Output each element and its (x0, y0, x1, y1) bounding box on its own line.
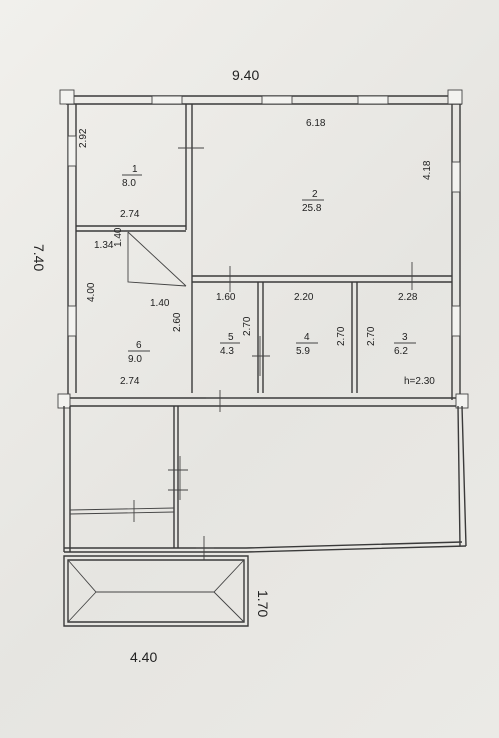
dim-overall-height: 7.40 (31, 244, 47, 271)
dim-room5-width: 1.60 (216, 292, 236, 303)
dim-room6-height: 4.00 (86, 282, 97, 302)
dim-room1-height: 2.92 (78, 128, 89, 148)
dim-porch-width: 4.40 (130, 649, 157, 665)
outer-walls (59, 89, 463, 400)
room-6-number: 6 (136, 340, 142, 351)
room-2-label: 2 25.8 (302, 189, 324, 214)
room-1-label: 1 8.0 (122, 164, 142, 189)
dim-room3-width: 2.28 (398, 292, 418, 303)
interior-walls (76, 104, 452, 393)
room-6-label: 6 9.0 (128, 340, 150, 365)
room-1-number: 1 (132, 164, 138, 175)
corner-post-ml (57, 393, 71, 409)
window-top-2 (261, 95, 293, 105)
window-top-1 (151, 95, 183, 105)
corner-post-tl (59, 89, 75, 105)
dim-room4-width: 2.20 (294, 292, 314, 303)
room-4-area: 5.9 (296, 346, 310, 357)
window-left-1 (67, 135, 77, 167)
room-1-area: 8.0 (122, 178, 136, 189)
dim-room3-height: 2.70 (366, 326, 377, 346)
dim-overall-width: 9.40 (232, 67, 259, 83)
corner-post-tr (447, 89, 463, 105)
dim-room5-height-right: 2.70 (242, 316, 253, 336)
porch-roof (63, 555, 249, 627)
dim-room2-height: 4.18 (422, 160, 433, 180)
room-3-number: 3 (402, 332, 408, 343)
dim-stair-width: 1.34 (94, 240, 114, 251)
window-right-1 (451, 161, 461, 193)
window-top-3 (357, 95, 389, 105)
room-2-area: 25.8 (302, 203, 322, 214)
dim-porch-depth: 1.70 (255, 590, 271, 617)
dim-room4-height: 2.70 (336, 326, 347, 346)
room-2-number: 2 (312, 189, 318, 200)
corner-post-mr (455, 393, 469, 409)
ceiling-height: h=2.30 (404, 376, 435, 387)
dim-room2-width: 6.18 (306, 118, 326, 129)
dim-stair-height: 1.40 (113, 227, 124, 247)
room-6-area: 9.0 (128, 354, 142, 365)
room-5-area: 4.3 (220, 346, 234, 357)
room-5-label: 5 4.3 (220, 332, 240, 357)
room-4-label: 4 5.9 (296, 332, 318, 357)
stair-symbol (127, 231, 187, 287)
dim-room6-width: 1.40 (150, 298, 170, 309)
dim-room1-width: 2.74 (120, 209, 140, 220)
room-3-label: 3 6.2 (394, 332, 416, 357)
room-4-number: 4 (304, 332, 310, 343)
window-right-2 (451, 305, 461, 337)
window-left-2 (67, 305, 77, 337)
dim-room5-height-left: 2.60 (172, 312, 183, 332)
room-5-number: 5 (228, 332, 234, 343)
room-3-area: 6.2 (394, 346, 408, 357)
lower-walls (57, 390, 469, 560)
dim-room6-bottom: 2.74 (120, 376, 140, 387)
